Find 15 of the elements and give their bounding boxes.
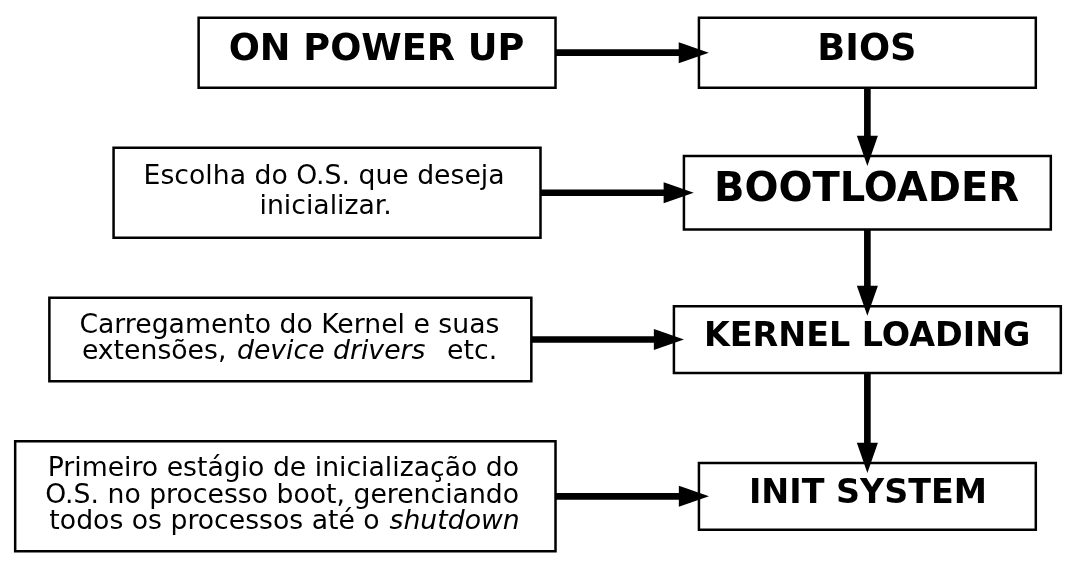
node-box: Primeiro estágio de inicialização do O.S. no processo boot, gerenciando todos os processos até o shutdown bbox=[13, 439, 557, 553]
arrow bbox=[531, 328, 684, 350]
node-box: INIT SYSTEM bbox=[697, 461, 1038, 531]
arrow bbox=[540, 181, 694, 203]
arrow bbox=[555, 485, 709, 507]
arrow bbox=[856, 87, 878, 166]
arrow bbox=[856, 372, 878, 473]
node-box: Escolha do O.S. que deseja inicializar. bbox=[112, 146, 542, 239]
node-box: Carregamento do Kernel e suas extensões, device drivers etc. bbox=[48, 296, 533, 382]
arrow bbox=[555, 41, 709, 63]
node-box: ON POWER UP bbox=[197, 15, 557, 89]
arrow bbox=[856, 229, 878, 316]
node-box: BOOTLOADER bbox=[682, 154, 1053, 231]
node-box: BIOS bbox=[697, 15, 1038, 89]
node-box: KERNEL LOADING bbox=[672, 304, 1063, 374]
